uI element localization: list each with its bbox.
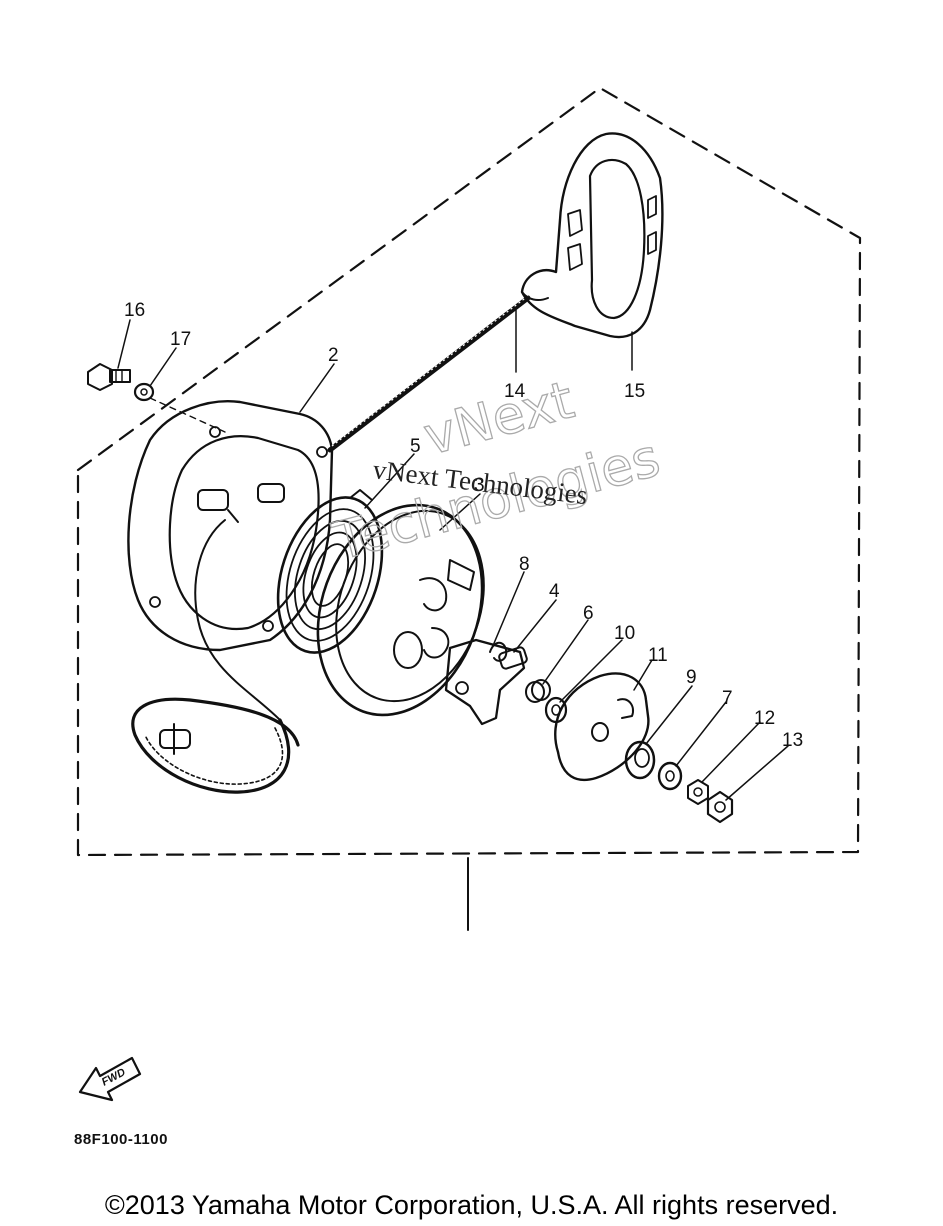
starter-rope-14 [327,295,531,453]
starter-cable [131,697,300,794]
callout-4: 4 [549,581,560,602]
callout-5: 5 [410,436,421,457]
watermark: vNext Technologies vNext Technologies [326,370,666,574]
sheave-drum-3 [316,503,485,717]
washer-10 [544,696,568,724]
callout-14: 14 [504,381,526,402]
pawl-spring-8 [489,641,508,662]
callout-6: 6 [583,603,594,624]
washer-7 [657,761,683,791]
callout-15: 15 [624,381,645,402]
callout-17: 17 [170,329,191,350]
fwd-arrow-icon: FWD [78,1056,142,1102]
callout-3: 3 [474,475,485,496]
callout-2: 2 [328,345,339,366]
callout-labels: 16 17 2 14 15 5 3 8 4 6 10 11 9 7 12 13 [124,300,803,751]
washer-9 [624,740,656,780]
nut-13 [706,790,734,824]
assembly-boundary [76,86,862,857]
callout-8: 8 [519,554,530,575]
spring-6 [525,679,551,703]
washer-17 [133,382,155,402]
bolt-16 [87,363,131,391]
leader-lines [117,309,789,801]
spiral-spring-5 [276,489,384,654]
drive-pawl-4 [444,638,528,726]
copyright-notice: ©2013 Yamaha Motor Corporation, U.S.A. A… [104,1190,839,1220]
diagram-code: 88F100-1100 [74,1131,168,1148]
callout-7: 7 [722,688,733,709]
callout-10: 10 [614,623,635,644]
callout-11: 11 [648,645,668,666]
fwd-label: FWD [100,1066,128,1088]
starter-handle-15 [520,132,664,339]
callout-9: 9 [686,667,697,688]
callout-13: 13 [782,730,803,751]
nut-12 [687,779,709,805]
callout-16: 16 [124,300,145,321]
callout-12: 12 [754,708,775,729]
drive-plate-11 [554,672,650,782]
